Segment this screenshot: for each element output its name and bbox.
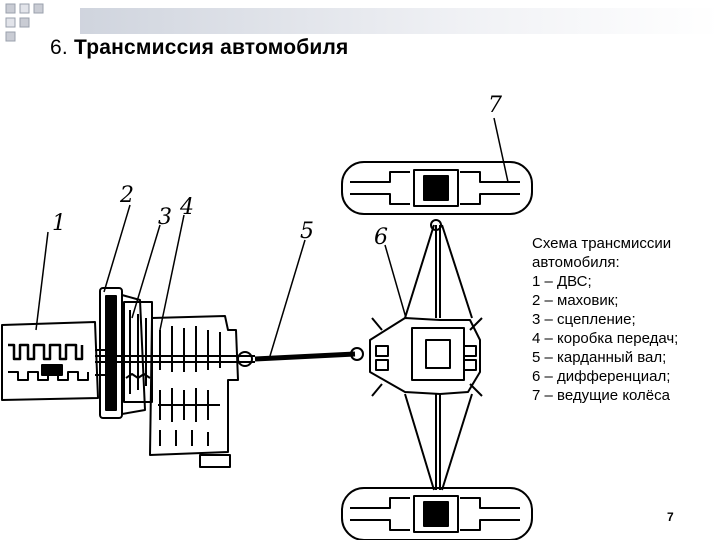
caption-line: 6 – дифференциал; [532, 368, 671, 385]
clutch-shape [123, 301, 153, 403]
gearbox-shape [149, 315, 239, 468]
caption-line: 1 – ДВС; [532, 273, 592, 290]
wheel-bottom-shape [341, 487, 533, 540]
wheel-top-shape [341, 161, 533, 231]
title-text: Трансмиссия автомобиля [73, 36, 349, 59]
caption-line: 5 – карданный вал; [532, 349, 667, 366]
engine-shape [1, 321, 105, 401]
corner-decoration [5, 3, 44, 42]
title-number: 6. [50, 36, 68, 59]
callout-5: 5 [300, 219, 314, 244]
caption-line: 3 – сцепление; [532, 311, 636, 328]
cardan-shaft-shape [254, 351, 356, 362]
callout-4: 4 [179, 195, 194, 220]
differential-shape [369, 317, 483, 397]
legend-caption: Схема трансмиссии автомобиля: 1 – ДВС; 2… [532, 234, 717, 405]
page-number: 7 [667, 510, 674, 524]
callout-3: 3 [158, 205, 172, 230]
callout-7: 7 [488, 93, 502, 118]
callout-2: 2 [119, 183, 134, 208]
transmission-diagram: 1 2 3 4 5 6 7 [1, 93, 533, 540]
caption-line: 4 – коробка передач; [532, 330, 679, 347]
callout-6: 6 [374, 225, 388, 250]
caption-line: 2 – маховик; [532, 292, 619, 309]
caption-line: Схема трансмиссии [532, 235, 672, 252]
callout-1: 1 [52, 211, 66, 236]
slide-title: 6. Трансмиссия автомобиля [50, 36, 349, 60]
header-band [80, 8, 720, 34]
caption-line: 7 – ведущие колёса [532, 387, 670, 404]
caption-line: автомобиля: [532, 254, 620, 271]
